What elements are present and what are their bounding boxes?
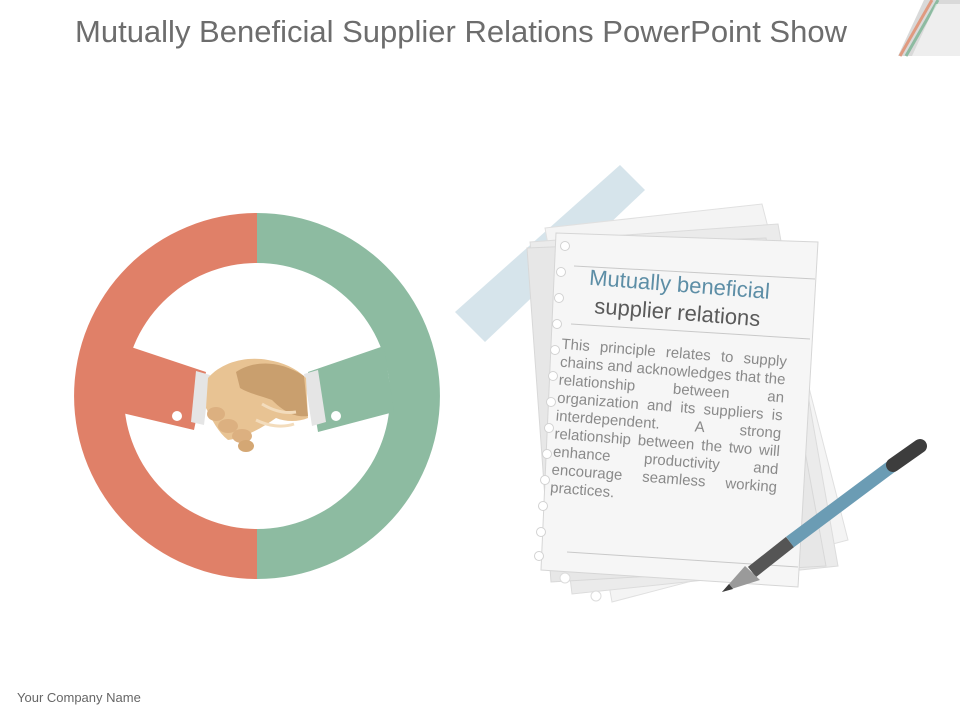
- right-sleeve: [304, 346, 394, 432]
- slide-title: Mutually Beneficial Supplier Relations P…: [75, 14, 847, 49]
- left-sleeve: [118, 346, 210, 430]
- partnership-ring: [74, 213, 440, 579]
- note-body-text: This principle relates to supply chains …: [549, 335, 788, 502]
- pen-icon: [722, 439, 927, 592]
- corner-decoration: [898, 0, 960, 57]
- paper-stack: [526, 203, 849, 603]
- note-card: Mutually beneficial supplier relations T…: [549, 262, 793, 515]
- company-name-footer: Your Company Name: [17, 690, 141, 705]
- handshake-icon: [206, 358, 308, 452]
